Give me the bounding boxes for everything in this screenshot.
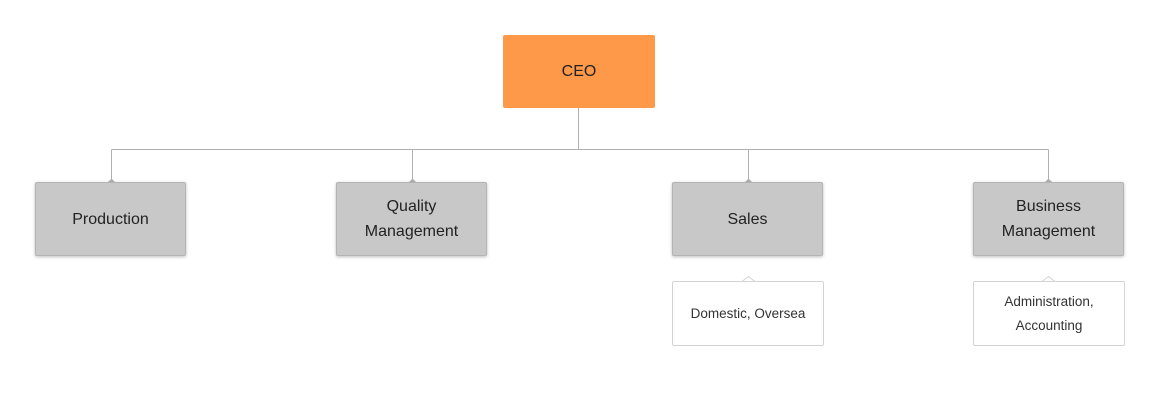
arrow-tip-production xyxy=(108,178,115,182)
callout-tip-sales xyxy=(741,275,756,282)
ceo-node: CEO xyxy=(503,35,655,108)
ceo-label: CEO xyxy=(561,62,597,80)
department-node-business-management: Business Management xyxy=(973,182,1124,256)
detail-box-business-management: Administration, Accounting xyxy=(973,281,1125,346)
detail-text-sales: Domestic, Oversea xyxy=(690,305,806,321)
department-label-sales: Sales xyxy=(727,210,768,228)
department-node-production: Production xyxy=(35,182,186,256)
arrow-tip-sales xyxy=(745,178,752,182)
callout-tip-business xyxy=(1041,275,1056,282)
department-label-production: Production xyxy=(72,210,149,228)
detail-box-sales: Domestic, Oversea xyxy=(672,281,824,346)
department-node-quality-management: Quality Management xyxy=(336,182,487,256)
arrow-tip-quality xyxy=(409,178,416,182)
department-label-quality-management: Quality Management xyxy=(364,198,459,240)
department-label-business-management: Business Management xyxy=(1001,198,1096,240)
department-node-sales: Sales xyxy=(672,182,823,256)
arrow-tip-business xyxy=(1045,178,1052,182)
detail-text-business-management: Administration, Accounting xyxy=(1004,293,1094,333)
